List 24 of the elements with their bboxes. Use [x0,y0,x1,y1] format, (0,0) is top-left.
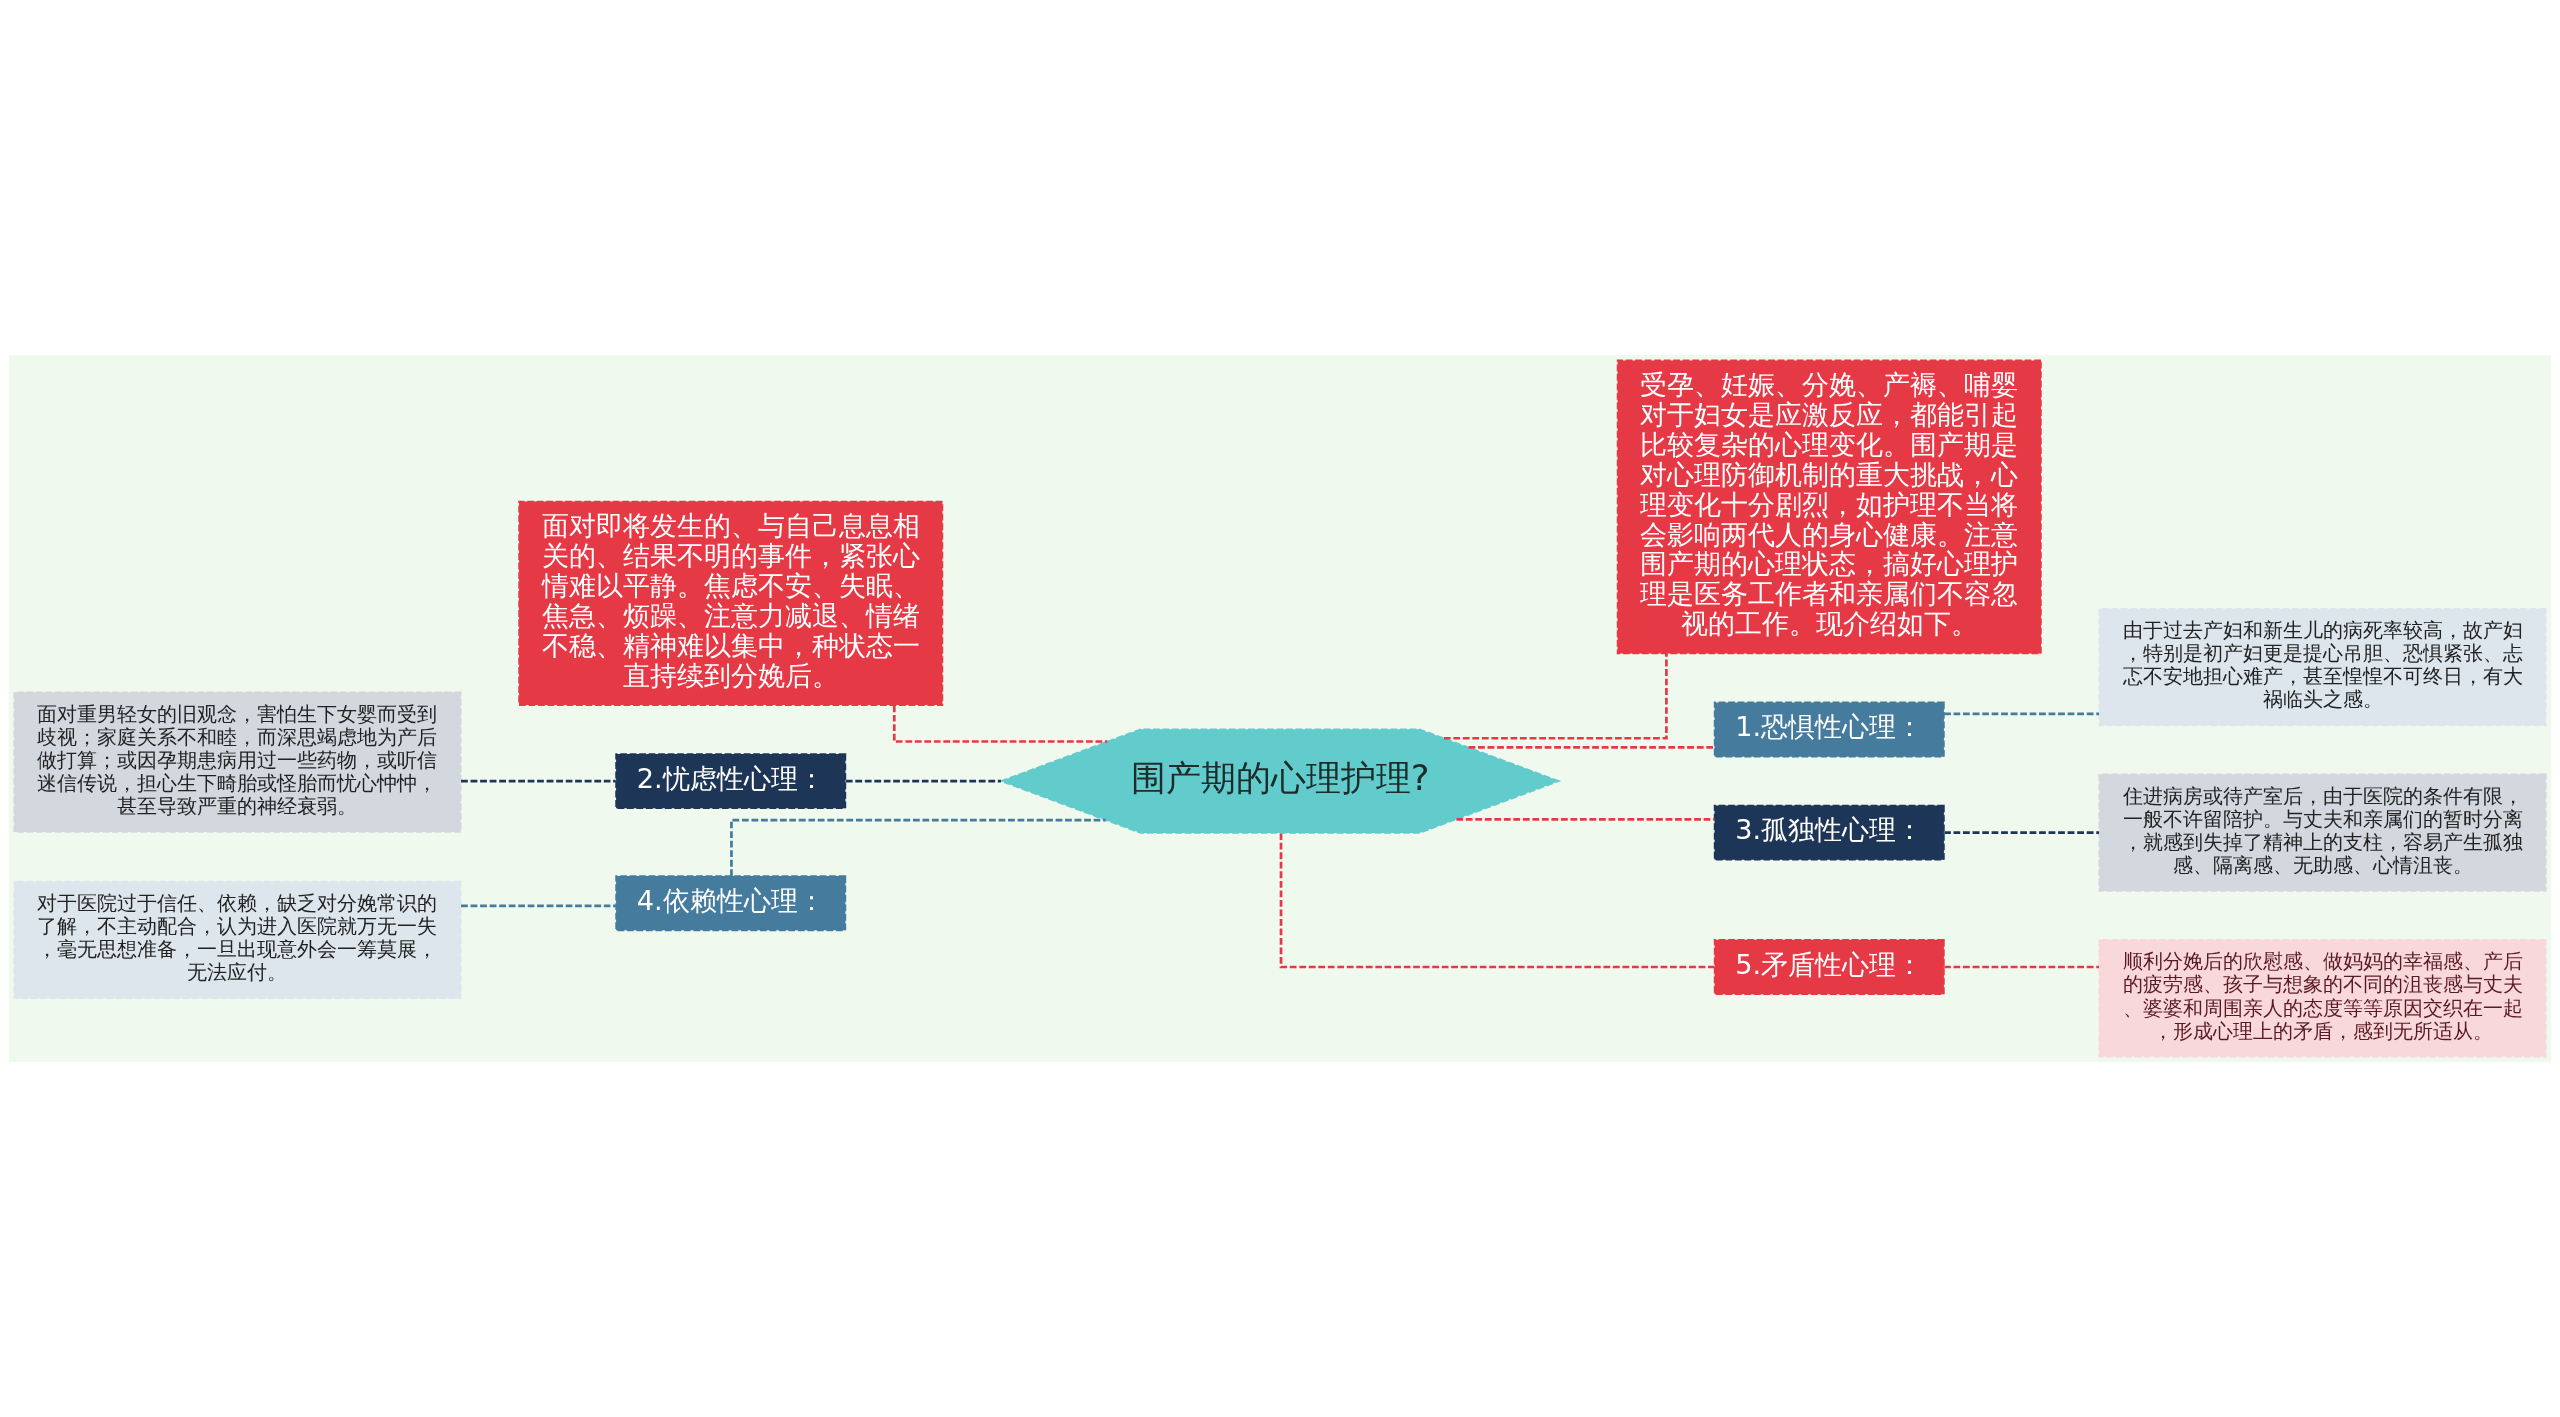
node-box: 5.矛盾性心理： [1713,939,1945,995]
node-box: 1.恐惧性心理： [1713,701,1945,758]
connector [461,779,616,783]
connector [1944,831,2100,835]
connector [1443,654,1668,740]
node-box: 受孕、妊娠、分娩、产褥、哺婴对于妇女是应激反应，都能引起比较复杂的心理变化。围产期是对心理防御机制的重大挑战，心理变化十分剧烈，如护理不当将会影响两代人的身心健康。注意围产期的心理状态，搞好心理护理是医务工作者和亲属们不容忽视的工作。现介绍如下。 [1616,359,2042,655]
node-box: 2.忧虑性心理： [615,753,847,810]
connector [845,779,1001,783]
node-box: 面对重男轻女的旧观念，害怕生下女婴而受到歧视；家庭关系不和睦，而深思竭虑地为产后做打算；或因孕期患病用过一些药物，或听信迷信传说，担心生下畸胎或怪胎而忧心忡忡，甚至导致严重的神经衰弱。 [13,691,462,833]
connector [1944,965,2100,969]
node-box: 4.依赖性心理： [615,875,847,932]
connector [892,705,1108,743]
node-box: 3.孤独性心理： [1713,804,1945,861]
connector [1456,818,1715,821]
node-box: 住进病房或待产室后，由于医院的条件有限，一般不许留陪护。与丈夫和亲属们的暂时分离，就感到失掉了精神上的支柱，容易产生孤独感、隔离感、无助感、心情沮丧。 [2098,773,2547,892]
node-box: 由于过去产妇和新生儿的病死率较高，故产妇，特别是初产妇更是提心吊胆、恐惧紧张、忐忑不安地担心难产，甚至惶惶不可终日，有大祸临头之感。 [2098,607,2547,727]
connector [1279,833,1715,969]
node-box: 对于医院过于信任、依赖，缺乏对分娩常识的了解，不主动配合，认为进入医院就万无一失，毫无思想准备，一旦出现意外会一筹莫展，无法应付。 [13,880,462,1000]
node-box: 顺利分娩后的欣慰感、做妈妈的幸福感、产后的疲劳感、孩子与想象的不同的沮丧感与丈夫、婆婆和周围亲人的态度等等原因交织在一起，形成心理上的矛盾，感到无所适从。 [2098,939,2547,1058]
connector [461,904,616,908]
node-box: 面对即将发生的、与自己息息相关的、结果不明的事件，紧张心情难以平静。焦虑不安、失眠、焦急、烦躁、注意力减退、情绪不稳、精神难以集中，种状态一直持续到分娩后。 [518,500,944,706]
connector [1944,712,2100,716]
connector [730,818,1106,876]
connector [1468,746,1715,749]
